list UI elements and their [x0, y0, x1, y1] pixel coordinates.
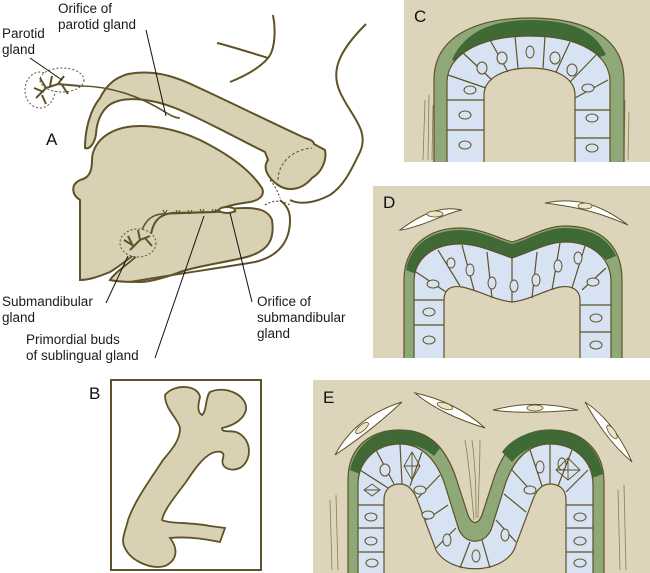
label-line: Primordial buds: [26, 332, 120, 347]
leader-orifice-submandibular: [229, 212, 253, 303]
panel-d-basement-dark: [406, 228, 616, 274]
label-primordial-buds: Primordial buds of sublingual gland: [26, 332, 139, 364]
face-contour: [289, 23, 367, 204]
leader-submandibular-gland: [105, 255, 129, 304]
chin-dotted: [269, 179, 281, 199]
panel-e-epithelium: [357, 443, 594, 573]
panel-e-mitotic-figures: [363, 451, 581, 497]
label-parotid-gland: Parotid gland: [2, 26, 45, 58]
sublingual-buds: [162, 208, 217, 215]
panel-d-nuclei: [422, 251, 603, 350]
panel-letter-b: B: [89, 384, 101, 403]
label-line: gland: [257, 326, 291, 341]
lip-dotted: [264, 200, 291, 206]
label-submandibular-gland: Submandibular gland: [2, 294, 93, 326]
leader-lines: [29, 29, 253, 359]
leader-parotid-gland: [29, 57, 63, 81]
label-orifice-parotid-gland: Orifice of parotid gland: [58, 1, 136, 33]
panel-letter-a: A: [46, 130, 58, 149]
panel-b: [110, 379, 262, 571]
panel-c: [404, 0, 650, 162]
submandibular-orifice: [218, 206, 236, 214]
submandibular-gland-branches: [123, 229, 153, 251]
panel-e-basement-dark: [350, 430, 603, 478]
label-line: Orifice of: [58, 1, 113, 16]
label-line: parotid gland: [58, 17, 137, 32]
palate: [83, 71, 327, 191]
label-line: gland: [2, 310, 36, 325]
label-line: Orifice of: [257, 294, 312, 309]
label-orifice-submandibular-gland: Orifice of submandibular gland: [257, 294, 346, 342]
panel-a-head-section: [24, 14, 367, 284]
lower-jaw-contour: [129, 199, 292, 283]
panel-letter-e: E: [323, 388, 335, 407]
parotid-gland-branches: [33, 75, 81, 105]
label-line: submandibular: [257, 310, 346, 325]
panel-c-basement-dark: [452, 20, 606, 64]
brow-line: [216, 42, 269, 59]
panel-c-nuclei: [458, 45, 599, 153]
panel-d: [373, 186, 650, 358]
label-line: gland: [2, 42, 36, 57]
palate-dotted: [277, 147, 313, 181]
label-line: of sublingual gland: [26, 348, 139, 363]
leader-primordial-buds: [154, 215, 205, 359]
panel-e-nuclei: [364, 457, 587, 568]
label-line: Submandibular: [2, 294, 93, 309]
panel-e-cleft-fibers: [329, 439, 627, 571]
panel-e: [313, 380, 650, 573]
label-line: Parotid: [2, 26, 45, 41]
panel-e-fibroblast-nuclei: [355, 401, 618, 440]
branching-bud: [122, 386, 250, 568]
panel-letter-d: D: [383, 193, 396, 212]
panel-letter-c: C: [414, 7, 427, 26]
leader-orifice-parotid: [145, 29, 167, 117]
